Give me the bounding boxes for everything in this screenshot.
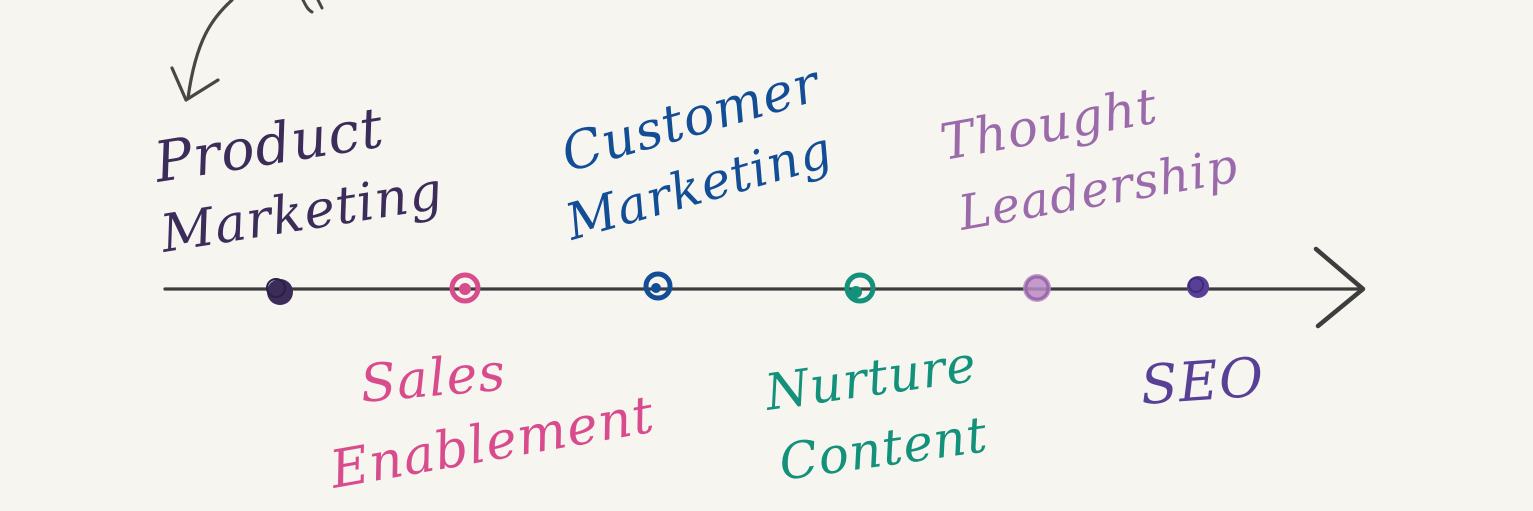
timeline-axis — [163, 287, 1364, 291]
label-sales-enablement: Sales Enablement — [325, 342, 659, 500]
label-customer-marketing: Customer Marketing — [555, 53, 839, 252]
label-product-marketing: Product Marketing — [149, 95, 447, 264]
label-line: Nurture — [761, 335, 981, 422]
milestone-dot-product-marketing — [266, 278, 293, 305]
label-line: Sales — [358, 342, 508, 414]
label-seo: SEO — [1139, 345, 1267, 416]
cropped-scribble — [301, 0, 324, 14]
label-line: Content — [776, 405, 992, 492]
milestone-dot-nurture-content — [844, 272, 876, 304]
label-thought-leadership: Thought Leadership — [936, 77, 1242, 242]
milestone-dot-seo — [1187, 276, 1209, 298]
milestone-dot-customer-marketing — [643, 271, 673, 301]
milestone-dot-thought-leadership — [1023, 274, 1051, 302]
curved-pointer-arrowhead — [170, 66, 220, 102]
curved-pointer-arrow — [186, 0, 234, 100]
timeline-arrowhead — [1313, 246, 1366, 329]
label-line: SEO — [1139, 345, 1267, 416]
label-nurture-content: Nurture Content — [761, 335, 992, 492]
milestone-dot-sales-enablement — [449, 272, 481, 304]
